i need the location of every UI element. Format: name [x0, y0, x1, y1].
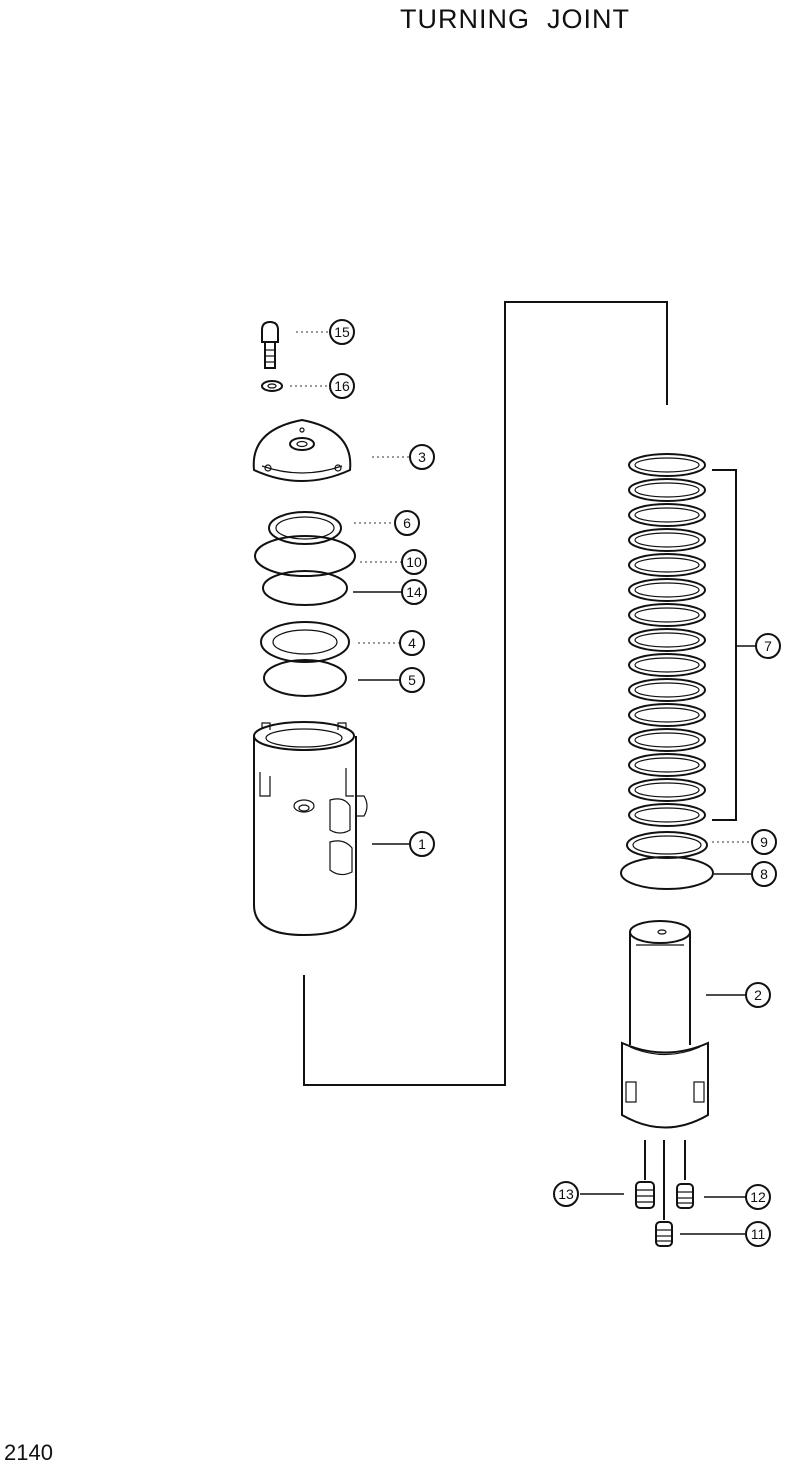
callout-15-label: 15 — [334, 324, 350, 340]
callout-11: 11 — [745, 1221, 771, 1247]
callout-13-label: 13 — [558, 1186, 574, 1202]
part-6-ring — [268, 511, 342, 545]
callout-7-label: 7 — [764, 638, 772, 654]
part-14-o-ring — [262, 570, 348, 606]
callout-4: 4 — [399, 630, 425, 656]
part-1-body — [253, 721, 368, 937]
plug-guide-lines — [644, 1140, 686, 1220]
leader-lines — [290, 331, 756, 1235]
callout-16: 16 — [329, 373, 355, 399]
callout-12: 12 — [745, 1184, 771, 1210]
callout-2-label: 2 — [754, 987, 762, 1003]
callout-9: 9 — [751, 829, 777, 855]
callout-3: 3 — [409, 444, 435, 470]
callout-14-label: 14 — [406, 584, 422, 600]
callout-6: 6 — [394, 510, 420, 536]
callout-8: 8 — [751, 861, 777, 887]
part-11-plug — [655, 1221, 673, 1247]
part-7-seal-stack — [628, 453, 737, 827]
callout-1: 1 — [409, 831, 435, 857]
part-15-bolt — [261, 320, 279, 369]
part-3-cover — [252, 418, 352, 482]
callout-16-label: 16 — [334, 378, 350, 394]
part-9-ring — [626, 831, 708, 859]
part-4-ring — [260, 621, 350, 663]
callout-2: 2 — [745, 982, 771, 1008]
callout-10-label: 10 — [406, 554, 422, 570]
part-10-o-ring — [254, 535, 356, 577]
part-2-spindle — [621, 920, 709, 1129]
page-title: TURNING JOINT — [400, 4, 630, 34]
callout-13: 13 — [553, 1181, 579, 1207]
part-8-ring — [620, 856, 714, 890]
callout-3-label: 3 — [418, 449, 426, 465]
callout-11-label: 11 — [751, 1226, 766, 1242]
callout-4-label: 4 — [408, 635, 416, 651]
callout-10: 10 — [401, 549, 427, 575]
callout-6-label: 6 — [403, 515, 411, 531]
part-13-plug — [635, 1181, 655, 1209]
callout-14: 14 — [401, 579, 427, 605]
callout-12-label: 12 — [750, 1189, 766, 1205]
callout-9-label: 9 — [760, 834, 768, 850]
callout-15: 15 — [329, 319, 355, 345]
part-16-washer — [261, 380, 283, 392]
callout-5-label: 5 — [408, 672, 416, 688]
callout-8-label: 8 — [760, 866, 768, 882]
part-12-plug — [676, 1183, 694, 1209]
callout-5: 5 — [399, 667, 425, 693]
callout-7: 7 — [755, 633, 781, 659]
callout-1-label: 1 — [418, 836, 426, 852]
part-5-o-ring — [263, 659, 347, 697]
page-number: 2140 — [4, 1440, 53, 1465]
assembly-bracket-line — [303, 301, 668, 1086]
